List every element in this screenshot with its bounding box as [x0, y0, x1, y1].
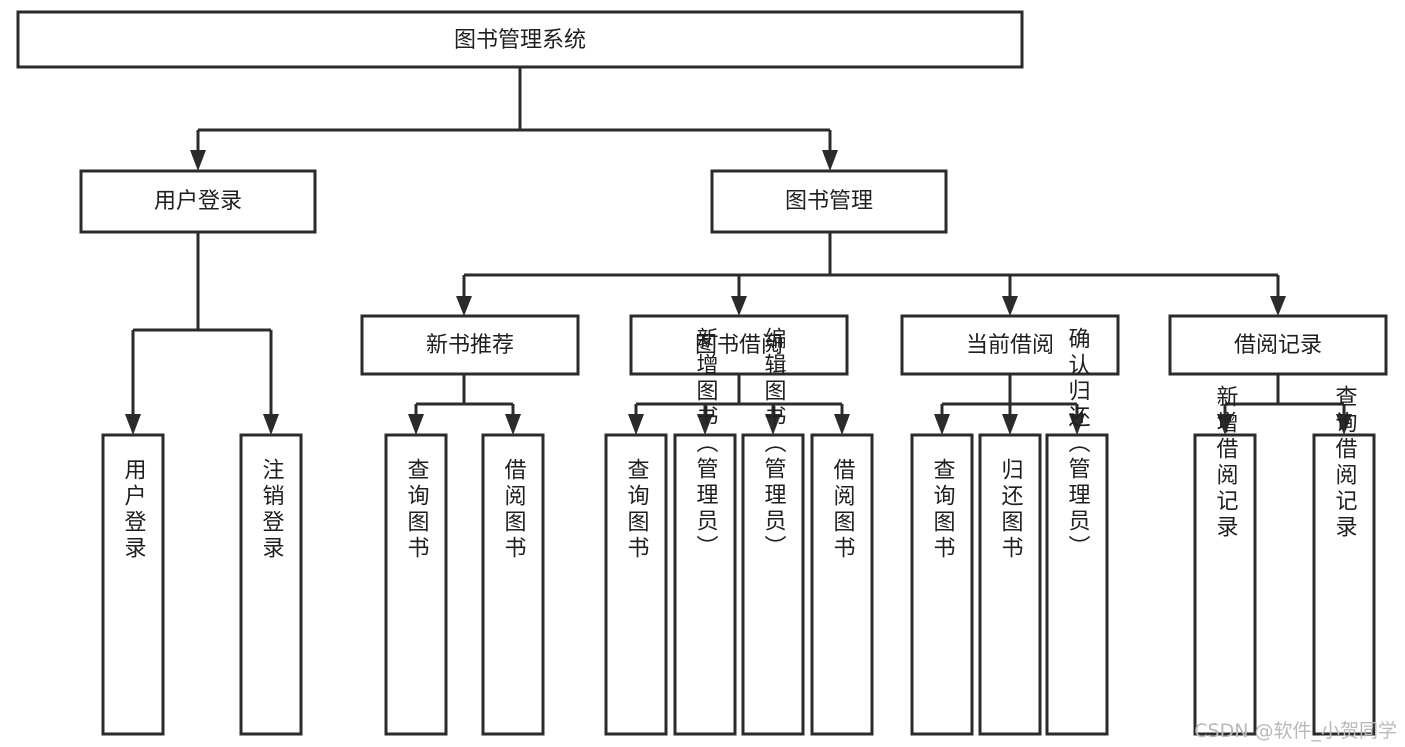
- arrow-leaf-query-book-2: [628, 414, 644, 435]
- leaf-query-book-1[interactable]: 查询图书: [384, 433, 448, 736]
- node-current-borrow-label: 当前借阅: [966, 333, 1054, 358]
- arrow-user-login: [190, 150, 206, 171]
- arrow-leaf-edit-book: [765, 414, 781, 435]
- leaf-borrow-book-1-label: 借阅图书: [501, 458, 527, 562]
- node-book-borrow-label: 图书借阅: [695, 333, 783, 358]
- leaf-return-book-label: 归还图书: [998, 458, 1024, 562]
- leaf-borrow-book-1-box[interactable]: [481, 433, 545, 736]
- arrow-borrow-record: [1270, 296, 1286, 316]
- arrow-leaf-borrow-book-1: [505, 414, 521, 435]
- arrow-book-manage: [822, 150, 838, 171]
- leaf-logout-login-label: 注销登录: [259, 458, 285, 562]
- leaf-query-record-label: 查询借阅记录: [1332, 385, 1358, 541]
- connector-layer: [125, 67, 1352, 435]
- node-new-book-recommend[interactable]: 新书推荐: [360, 314, 580, 376]
- leaf-query-record[interactable]: 查询借阅记录: [1312, 385, 1376, 736]
- leaf-user-login-box[interactable]: [101, 433, 165, 736]
- leaf-query-book-2-label: 查询图书: [624, 458, 650, 562]
- arrow-leaf-add-book: [697, 414, 713, 435]
- leaf-user-login[interactable]: 用户登录: [101, 433, 165, 736]
- leaf-add-record-box[interactable]: [1193, 433, 1257, 736]
- node-root[interactable]: 图书管理系统: [16, 10, 1024, 69]
- arrow-leaf-query-book-1: [408, 414, 424, 435]
- node-book-manage[interactable]: 图书管理: [710, 169, 948, 234]
- arrow-leaf-add-record: [1217, 414, 1233, 435]
- leaf-borrow-book-1[interactable]: 借阅图书: [481, 433, 545, 736]
- leaf-query-book-3-box[interactable]: [910, 433, 974, 736]
- node-user-login-box[interactable]: [79, 169, 317, 234]
- leaf-query-book-3[interactable]: 查询图书: [910, 433, 974, 736]
- node-borrow-record[interactable]: 借阅记录: [1168, 314, 1388, 376]
- arrow-leaf-query-record: [1336, 414, 1352, 435]
- node-current-borrow-box[interactable]: [900, 314, 1120, 376]
- leaf-borrow-book-2[interactable]: 借阅图书: [810, 433, 874, 736]
- leaf-return-book[interactable]: 归还图书: [978, 433, 1042, 736]
- leaf-query-book-3-label: 查询图书: [930, 458, 956, 562]
- leaf-add-record-label: 新增借阅记录: [1213, 385, 1239, 541]
- leaf-confirm-return-box[interactable]: [1045, 433, 1109, 736]
- leaf-add-record[interactable]: 新增借阅记录: [1193, 385, 1257, 736]
- leaf-borrow-book-2-box[interactable]: [810, 433, 874, 736]
- node-book-borrow-box[interactable]: [629, 314, 849, 376]
- leaf-return-book-box[interactable]: [978, 433, 1042, 736]
- node-root-label: 图书管理系统: [454, 28, 586, 53]
- leaf-confirm-return-label: 确认归还（管理员）: [1065, 327, 1091, 561]
- node-current-borrow[interactable]: 当前借阅: [900, 314, 1120, 376]
- node-book-manage-label: 图书管理: [785, 189, 873, 214]
- node-book-borrow[interactable]: 图书借阅: [629, 314, 849, 376]
- arrow-current-borrow: [1002, 296, 1018, 316]
- node-borrow-record-box[interactable]: [1168, 314, 1388, 376]
- node-book-manage-box[interactable]: [710, 169, 948, 234]
- node-user-login-label: 用户登录: [154, 189, 242, 214]
- leaf-query-record-box[interactable]: [1312, 433, 1376, 736]
- node-root-box[interactable]: [16, 10, 1024, 69]
- arrow-leaf-user-login: [125, 414, 141, 435]
- leaf-logout-login[interactable]: 注销登录: [239, 433, 303, 736]
- arrow-leaf-confirm-return: [1069, 414, 1085, 435]
- leaf-add-book-box[interactable]: [673, 433, 737, 736]
- arrow-leaf-logout-login: [263, 414, 279, 435]
- leaf-query-book-2-box[interactable]: [604, 433, 668, 736]
- leaf-add-book[interactable]: 新增图书（管理员）: [673, 327, 737, 736]
- node-new-book-recommend-label: 新书推荐: [426, 333, 514, 358]
- arrow-new-book-recommend: [456, 296, 472, 316]
- node-borrow-record-label: 借阅记录: [1234, 333, 1322, 358]
- arrow-leaf-query-book-3: [934, 414, 950, 435]
- leaf-confirm-return[interactable]: 确认归还（管理员）: [1045, 327, 1109, 736]
- leaf-query-book-1-box[interactable]: [384, 433, 448, 736]
- leaf-borrow-book-2-label: 借阅图书: [830, 458, 856, 562]
- leaf-user-login-label: 用户登录: [121, 458, 147, 562]
- leaf-edit-book-label: 编辑图书（管理员）: [761, 327, 787, 561]
- leaf-query-book-2[interactable]: 查询图书: [604, 433, 668, 736]
- arrow-book-borrow: [731, 296, 747, 316]
- leaf-edit-book[interactable]: 编辑图书（管理员）: [741, 327, 805, 736]
- leaf-add-book-label: 新增图书（管理员）: [693, 327, 719, 561]
- leaf-logout-login-box[interactable]: [239, 433, 303, 736]
- leaf-query-book-1-label: 查询图书: [404, 458, 430, 562]
- csdn-watermark: CSDN @软件_小贺同学: [1194, 720, 1397, 742]
- arrow-leaf-return-book: [1002, 414, 1018, 435]
- leaf-edit-book-box[interactable]: [741, 433, 805, 736]
- arrow-leaf-borrow-book-2: [834, 414, 850, 435]
- node-new-book-recommend-box[interactable]: [360, 314, 580, 376]
- node-user-login[interactable]: 用户登录: [79, 169, 317, 234]
